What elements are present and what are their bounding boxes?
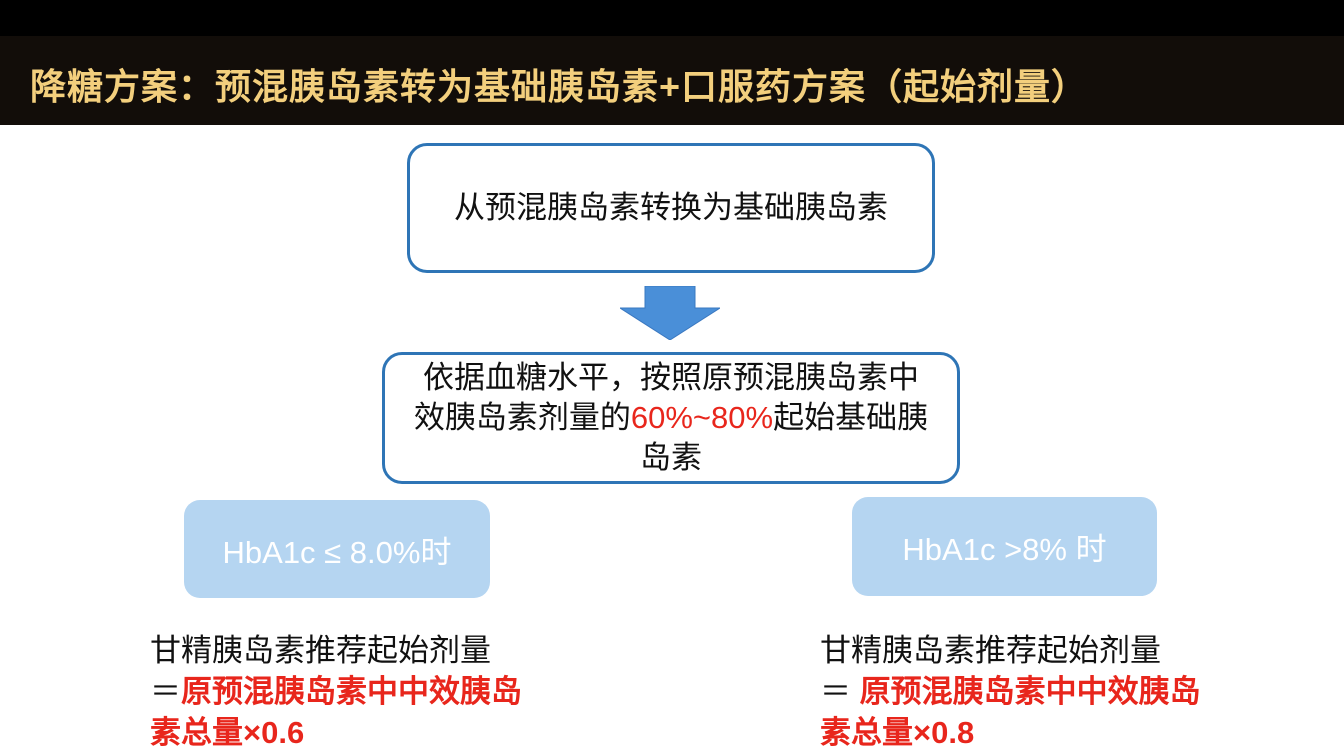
recommendation-low: 甘精胰岛素推荐起始剂量 ＝原预混胰岛素中中效胰岛素总量×0.6 bbox=[150, 630, 530, 753]
equals-sign: ＝ bbox=[150, 674, 181, 709]
step1-box: 从预混胰岛素转换为基础胰岛素 bbox=[407, 143, 935, 273]
step2-suffix: 起始基础胰岛素 bbox=[640, 400, 929, 475]
recommendation-low-label: 甘精胰岛素推荐起始剂量 bbox=[150, 633, 491, 668]
step2-highlight: 60%~80% bbox=[630, 400, 774, 435]
step2-box: 依据血糖水平，按照原预混胰岛素中效胰岛素剂量的60%~80%起始基础胰岛素 bbox=[382, 352, 960, 484]
recommendation-high-formula: 原预混胰岛素中中效胰岛素总量×0.8 bbox=[820, 674, 1201, 750]
condition-high-text: HbA1c >8% 时 bbox=[902, 532, 1107, 567]
top-black-bar bbox=[0, 0, 1344, 36]
title-bar bbox=[0, 36, 1344, 125]
condition-box-high: HbA1c >8% 时 bbox=[852, 497, 1157, 596]
recommendation-high-label: 甘精胰岛素推荐起始剂量 bbox=[820, 633, 1161, 668]
down-arrow-icon bbox=[620, 286, 720, 340]
step1-text: 从预混胰岛素转换为基础胰岛素 bbox=[454, 190, 888, 225]
step2-text: 依据血糖水平，按照原预混胰岛素中效胰岛素剂量的60%~80%起始基础胰岛素 bbox=[411, 358, 931, 478]
equals-sign: ＝ bbox=[820, 674, 860, 709]
condition-box-low: HbA1c ≤ 8.0%时 bbox=[184, 500, 490, 598]
slide-title: 降糖方案：预混胰岛素转为基础胰岛素+口服药方案（起始剂量） bbox=[30, 66, 1089, 107]
recommendation-high: 甘精胰岛素推荐起始剂量 ＝ 原预混胰岛素中中效胰岛素总量×0.8 bbox=[820, 630, 1210, 753]
step2-prefix: 依据血糖水平，按照原预混胰岛素中效胰岛素剂量的 bbox=[413, 360, 919, 435]
condition-low-text: HbA1c ≤ 8.0%时 bbox=[222, 534, 452, 570]
recommendation-low-formula: 原预混胰岛素中中效胰岛素总量×0.6 bbox=[150, 674, 522, 750]
